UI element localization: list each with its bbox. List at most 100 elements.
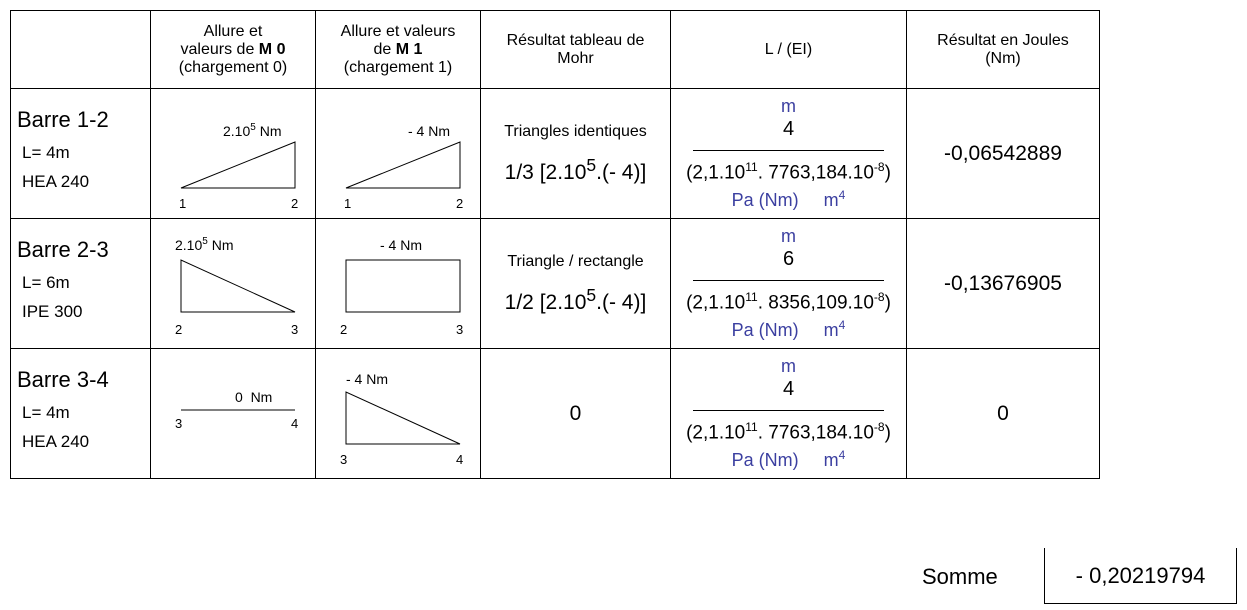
m1-diagram-cell: - 4 Nm 3 4 [315, 348, 481, 479]
mohr-label: Triangles identiques [504, 122, 647, 140]
header-mohr-line1: Résultat tableau de [506, 31, 645, 49]
node-left: 1 [179, 196, 186, 211]
header-m0-line1: Allure et [203, 22, 263, 40]
header-m0-symbol: M 0 [258, 40, 286, 58]
table-row: Barre 2-3 L= 6m IPE 300 2.105 Nm 2 3 - 4… [10, 218, 1100, 349]
numerator: 4 [782, 377, 795, 400]
moment-triangle [180, 258, 296, 312]
fraction: m 4 (2,1.1011. 7763,184.10-8) Pa (Nm) m4 [671, 90, 906, 218]
m0-diagram: 2.105 Nm 1 2 [179, 122, 298, 211]
m1-label: - 4 Nm [346, 371, 388, 387]
mohr-table: Allure et valeurs de M 0 (chargement 0) … [10, 10, 1100, 479]
fraction: m 4 (2,1.1011. 7763,184.10-8) Pa (Nm) m4 [671, 350, 906, 478]
header-lei: L / (EI) [670, 10, 907, 89]
header-m0: Allure et valeurs de M 0 (chargement 0) [150, 10, 316, 89]
m0-diagram-cell: 0 Nm 3 4 [150, 348, 316, 479]
header-result: Résultat en Joules (Nm) [906, 10, 1100, 89]
fraction: m 6 (2,1.1011. 8356,109.10-8) Pa (Nm) m4 [671, 220, 906, 348]
m1-diagram: - 4 Nm 3 4 [340, 371, 463, 467]
m1-label: - 4 Nm [408, 123, 450, 139]
node-right: 4 [291, 416, 298, 431]
unit-m: m [781, 225, 796, 246]
barre-length: L= 4m [22, 142, 70, 162]
header-result-line2: (Nm) [985, 49, 1021, 67]
somme-value: - 0,20219794 [1044, 548, 1237, 604]
moment-triangle [180, 140, 296, 188]
m1-diagram-cell: - 4 Nm 2 3 [315, 218, 481, 349]
header-mohr-line2: Mohr [557, 49, 594, 67]
numerator: 6 [782, 247, 795, 270]
denominator: (2,1.1011. 8356,109.10-8) [686, 289, 891, 313]
header-m1-line1: Allure et valeurs [340, 22, 456, 40]
barre-length: L= 4m [22, 402, 70, 422]
barre-name: Barre 3-4 [17, 366, 109, 392]
mohr-label: Triangle / rectangle [507, 252, 644, 270]
m0-label: 2.105 Nm [223, 122, 281, 139]
lei-cell: m 6 (2,1.1011. 8356,109.10-8) Pa (Nm) m4 [670, 218, 907, 349]
barre-length: L= 6m [22, 272, 70, 292]
denominator: (2,1.1011. 7763,184.10-8) [686, 159, 891, 183]
m0-label: 0 Nm [235, 389, 272, 405]
lei-cell: m 4 (2,1.1011. 7763,184.10-8) Pa (Nm) m4 [670, 348, 907, 479]
barre-name: Barre 2-3 [17, 236, 109, 262]
fraction-bar [693, 279, 884, 281]
mohr-cell: Triangle / rectangle 1/2 [2.105.(- 4)] [480, 218, 671, 349]
header-mohr: Résultat tableau de Mohr [480, 10, 671, 89]
header-m1-symbol: M 1 [395, 40, 423, 58]
table-row: Barre 3-4 L= 4m HEA 240 0 Nm 3 4 - 4 Nm … [10, 348, 1100, 479]
node-right: 2 [456, 196, 463, 211]
mohr-cell: Triangles identiques 1/3 [2.105.(- 4)] [480, 88, 671, 219]
m0-diagram-cell: 2.105 Nm 1 2 [150, 88, 316, 219]
result-cell: -0,13676905 [906, 218, 1100, 349]
node-right: 4 [456, 452, 463, 467]
unit-m: m [781, 95, 796, 116]
node-left: 3 [340, 452, 347, 467]
m0-label: 2.105 Nm [175, 236, 233, 253]
node-left: 1 [344, 196, 351, 211]
barre-cell: Barre 2-3 L= 6m IPE 300 [10, 218, 151, 349]
result-cell: -0,06542889 [906, 88, 1100, 219]
header-m0-line2a: valeurs de [180, 40, 259, 58]
node-right: 3 [291, 322, 298, 337]
barre-profile: HEA 240 [22, 431, 90, 451]
fraction-bar [693, 149, 884, 151]
header-empty [10, 10, 151, 89]
barre-name: Barre 1-2 [17, 106, 109, 132]
units: Pa (Nm) m4 [731, 317, 846, 340]
header-row: Allure et valeurs de M 0 (chargement 0) … [10, 10, 1100, 89]
result-cell: 0 [906, 348, 1100, 479]
barre-cell: Barre 3-4 L= 4m HEA 240 [10, 348, 151, 479]
node-left: 2 [340, 322, 347, 337]
barre-profile: IPE 300 [22, 301, 83, 321]
header-m0-line3: (chargement 0) [178, 58, 288, 76]
m1-diagram: - 4 Nm 2 3 [340, 237, 463, 337]
node-left: 3 [175, 416, 182, 431]
header-m1-line3: (chargement 1) [343, 58, 453, 76]
unit-m: m [781, 355, 796, 376]
denominator: (2,1.1011. 7763,184.10-8) [686, 419, 891, 443]
moment-rectangle [345, 259, 461, 312]
lei-cell: m 4 (2,1.1011. 7763,184.10-8) Pa (Nm) m4 [670, 88, 907, 219]
header-m1: Allure et valeurs de M 1 (chargement 1) [315, 10, 481, 89]
moment-triangle [345, 140, 461, 188]
units: Pa (Nm) m4 [731, 447, 846, 470]
m1-diagram: - 4 Nm 1 2 [344, 123, 463, 211]
m1-diagram-cell: - 4 Nm 1 2 [315, 88, 481, 219]
m0-diagram: 2.105 Nm 2 3 [175, 236, 298, 337]
units: Pa (Nm) m4 [731, 187, 846, 210]
barre-profile: HEA 240 [22, 171, 90, 191]
moment-triangle [345, 390, 461, 444]
header-m1-line2a: de [373, 40, 396, 58]
m0-diagram: 0 Nm 3 4 [175, 389, 298, 431]
m0-diagram-cell: 2.105 Nm 2 3 [150, 218, 316, 349]
fraction-bar [693, 409, 884, 411]
mohr-value: 1/2 [2.105.(- 4)] [504, 284, 647, 314]
somme-label: Somme [922, 564, 998, 589]
numerator: 4 [782, 117, 795, 140]
node-right: 2 [291, 196, 298, 211]
m1-label: - 4 Nm [380, 237, 422, 253]
table-row: Barre 1-2 L= 4m HEA 240 2.105 Nm 1 2 - 4… [10, 88, 1100, 219]
header-result-line1: Résultat en Joules [937, 31, 1069, 49]
node-left: 2 [175, 322, 182, 337]
node-right: 3 [456, 322, 463, 337]
